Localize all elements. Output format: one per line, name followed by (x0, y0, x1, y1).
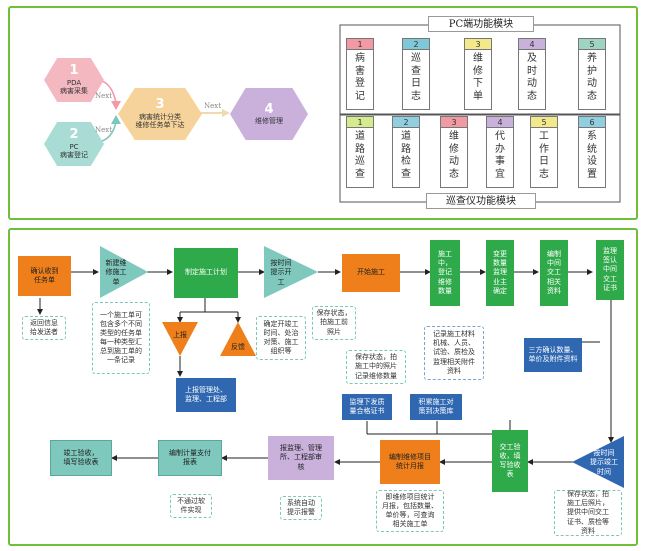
hex-label: PC 病害登记 (60, 143, 88, 160)
auto-remind-note: 系统自动 提示报警 (280, 496, 322, 520)
module-number: 4 (519, 39, 545, 50)
supervisor-sign-box: 监理 签认 中间 交工 证书 (596, 240, 624, 300)
supervisor-cert-box: 监理下发质 量合格证书 (342, 394, 392, 420)
return-info-note: 返回信息 给发送者 (22, 316, 66, 340)
save-status-photo-note: 保存状态， 拍施工前 照片 (312, 306, 356, 340)
next-label: Next (95, 92, 113, 100)
not-software-note: 不通过软 件实现 (170, 494, 212, 518)
module-text: 道路巡查 (355, 131, 365, 180)
report-start-label: 按时间 提示开 工 (270, 259, 292, 286)
module-number: 5 (579, 39, 605, 50)
xcy-module-card: 5 工作日志 (530, 116, 558, 188)
hex-number: 1 (69, 63, 79, 79)
record-materials-note: 记录施工材料 机械、人员、 试验、质检及 监理相关附件 资料 (424, 326, 484, 380)
module-number: 3 (465, 39, 491, 50)
save-status-end-note: 保存状态，拍 施工后照片， 提供中间交工 证书、质检等 资料 (554, 490, 622, 536)
xcy-module-card: 2 道路检查 (392, 116, 420, 188)
monthly-stats-box: 编制维修项目 统计月报 (380, 440, 440, 484)
module-number: 5 (531, 117, 557, 128)
final-accept-box: 竣工验收， 填写验收表 (50, 440, 112, 476)
pc-module-card: 5 养护动态 (578, 38, 606, 110)
make-plan-box: 制定施工计划 (174, 248, 238, 298)
module-text: 养护动态 (587, 53, 597, 102)
hex-pda-collect: 1 PDA 病害采集 (44, 58, 104, 102)
module-number: 1 (347, 117, 373, 128)
report-mgmt-box: 上报管理处、 监理、工程部 (176, 378, 236, 412)
module-text: 道路检查 (401, 131, 411, 180)
hex-number: 3 (155, 97, 165, 113)
hex-pc-register: 2 PC 病害登记 (44, 122, 104, 166)
hex-number: 4 (264, 101, 274, 117)
module-number: 2 (393, 117, 419, 128)
module-number: 2 (403, 39, 429, 50)
accum-lib-box: 积累施工对 策到决策库 (410, 394, 462, 420)
pc-module-card: 3 维修下单 (464, 38, 492, 110)
compile-mid-box: 编制 中间 交工 相关 资料 (540, 240, 568, 306)
pc-module-card: 1 病害登记 (346, 38, 374, 110)
compile-payment-box: 编制计量支付 报表 (158, 440, 222, 476)
save-status-mid-note: 保存状态，拍 施工中的照片 记录维修数量 (346, 350, 406, 384)
start-work-box: 开始施工 (342, 254, 400, 292)
next-label: Next (204, 102, 222, 110)
report-units-box: 报监理、管理 所、工程部审 核 (268, 436, 334, 480)
pc-module-card: 2 巡查日志 (402, 38, 430, 110)
confirm-task-box: 确认收到 任务单 (18, 256, 71, 296)
xcy-module-card: 4 代办事宜 (486, 116, 514, 188)
task-note: 一个施工单可 包含多个不同 类型的任务单 每一种类型汇 总到施工单的 一条记录 (92, 302, 150, 374)
confirm-plan-note: 确定开竣工 时间、处治 对策、施工 组织等 (256, 316, 306, 360)
module-number: 3 (441, 117, 467, 128)
module-number: 4 (487, 117, 513, 128)
hex-label: 病害统计分类 维修任务单下达 (135, 113, 185, 130)
change-qty-box: 变更 数量 监理 业主 确定 (486, 240, 514, 306)
remind-handover-label: 按时间 提示竣工 时间 (590, 449, 618, 476)
module-number: 1 (347, 39, 373, 50)
hex-number: 2 (69, 127, 79, 143)
module-text: 巡查日志 (411, 53, 421, 102)
third-party-box: 三方确认数量、 单价及附件资料 (524, 338, 582, 372)
module-text: 代办事宜 (495, 131, 505, 180)
xcy-module-card: 1 道路巡查 (346, 116, 374, 188)
pc-module-card: 4 及时动态 (518, 38, 546, 110)
module-text: 系统设置 (587, 131, 597, 180)
register-qty-box: 施工 中， 登记 维修 数量 (430, 240, 460, 306)
report-up-label: 上报 (173, 331, 187, 339)
module-text: 维修动态 (449, 131, 459, 180)
module-text: 维修下单 (473, 53, 483, 102)
hex-task-dispatch: 3 病害统计分类 维修任务单下达 (118, 88, 202, 140)
module-text: 及时动态 (527, 53, 537, 102)
module-text: 病害登记 (355, 53, 365, 102)
module-text: 工作日志 (539, 131, 549, 180)
feedback-label: 反馈 (231, 343, 245, 351)
hex-label: PDA 病害采集 (60, 79, 88, 96)
module-number: 6 (579, 117, 605, 128)
next-label: Next (95, 126, 113, 134)
pc-module-title: PC端功能模块 (428, 16, 534, 32)
new-task-label: 新建维 修施工 单 (105, 259, 127, 286)
monthly-note: 即维修项目统计 月报，包括数量、 单价等，可查询 相关施工单 (376, 490, 444, 532)
hex-maintenance: 4 维修管理 (230, 88, 308, 140)
hex-label: 维修管理 (255, 117, 283, 126)
handover-accept-box: 交工验 收，填 写验收 表 (492, 430, 528, 492)
xcy-module-card: 6 系统设置 (578, 116, 606, 188)
xcy-module-title: 巡查仪功能模块 (426, 193, 536, 209)
xcy-module-card: 3 维修动态 (440, 116, 468, 188)
